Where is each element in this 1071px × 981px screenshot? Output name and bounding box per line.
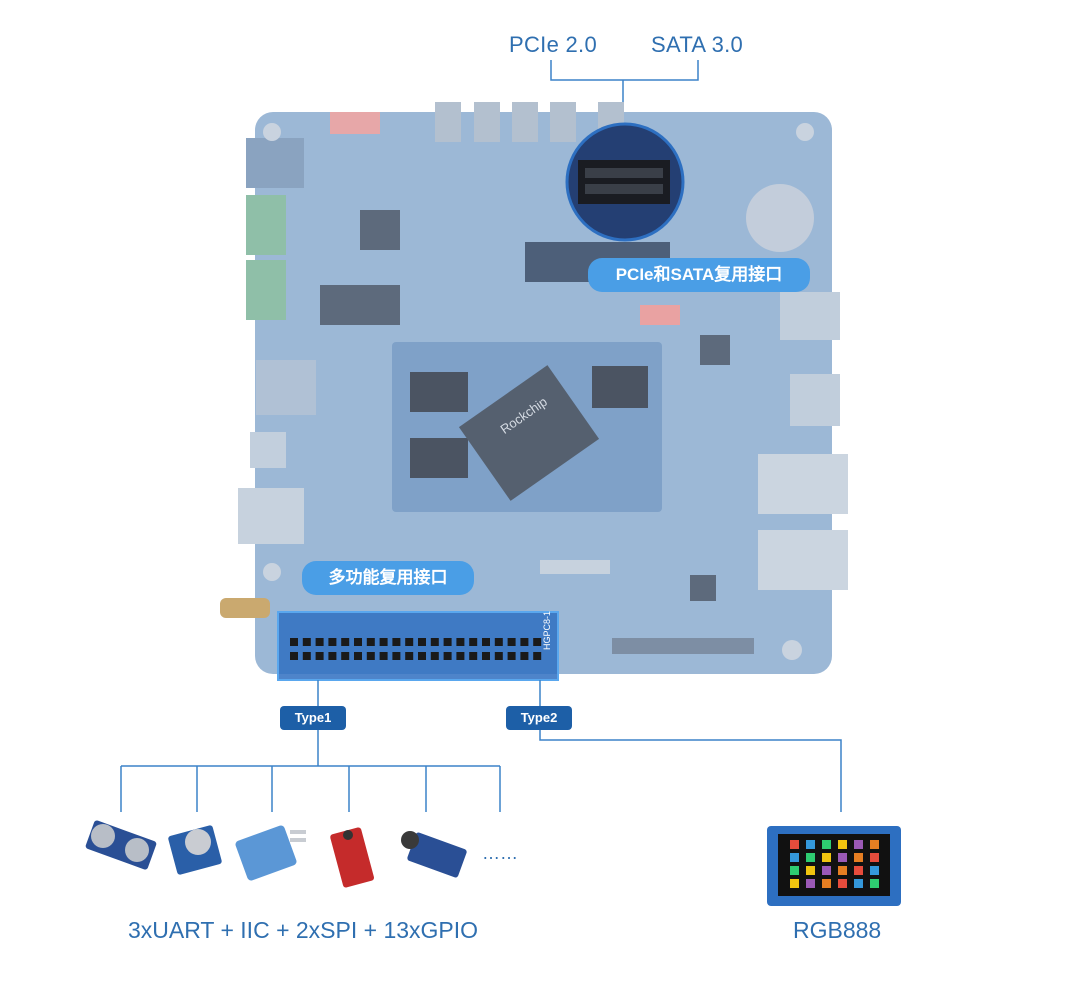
app-tile [838,840,847,849]
multi-function-callout: 多功能复用接口 [302,561,474,595]
header-pin [302,638,311,646]
header-pin [366,652,375,660]
header-pin [520,652,529,660]
app-tile [822,840,831,849]
app-tile [854,853,863,862]
app-tile [870,840,879,849]
header-pin [494,638,503,646]
app-tile [806,853,815,862]
header-pin [302,652,311,660]
sata-label: SATA 3.0 [651,32,744,57]
header-pin [341,638,350,646]
header-pin [418,638,426,646]
app-tile [790,879,799,888]
header-pin [290,638,298,646]
header-pin [482,652,490,660]
app-tile [790,840,799,849]
more-modules-ellipsis: …… [482,843,518,863]
header-pin [379,652,388,660]
app-tile [870,866,879,875]
header-pin [456,638,465,646]
header-pin [469,638,478,646]
header-pin [533,638,542,646]
pcie-label: PCIe 2.0 [509,32,598,57]
type-connector-lines [120,680,842,812]
header-pin [354,638,362,646]
header-pin [392,652,401,660]
header-pin [494,652,503,660]
header-pin [405,652,414,660]
header-pin [315,638,324,646]
app-tile [790,853,799,862]
header-pin [315,652,324,660]
header-pin [328,638,337,646]
header-pin [341,652,350,660]
header-pin [366,638,375,646]
type1-summary-label: 3xUART + IIC + 2xSPI + 13xGPIO [128,917,479,943]
header-pin [533,652,542,660]
header-pin [520,638,529,646]
app-tile [822,853,831,862]
header-pin [507,652,516,660]
pcie-sata-callout: PCIe和SATA复用接口 [588,258,810,292]
type2-summary-label: RGB888 [793,917,882,943]
app-tile [854,840,863,849]
app-tile [790,866,799,875]
header-pin [443,652,452,660]
header-pin [507,638,516,646]
ultrasonic-sensor-icon [85,820,157,870]
header-pin [430,638,439,646]
app-tile [822,866,831,875]
header-pin [456,652,465,660]
app-tile [806,879,815,888]
header-pin [290,652,298,660]
type1-tag: Type1 [280,706,346,730]
app-tile [870,879,879,888]
header-pin [392,638,401,646]
header-pin [379,638,388,646]
header-pin [354,652,362,660]
humidity-sensor-icon [235,825,306,881]
dev-board: Rockchip [220,102,848,674]
header-pin [405,638,414,646]
app-tile [838,866,847,875]
header-pin [418,652,426,660]
app-tile [870,853,879,862]
app-tile [838,853,847,862]
app-tile [806,866,815,875]
header-pin [328,652,337,660]
app-tile [806,840,815,849]
type2-tag: Type2 [506,706,572,730]
gas-sensor-icon [168,825,222,875]
app-tile [838,879,847,888]
header-pin [443,638,452,646]
header-pin [469,652,478,660]
flame-sensor-icon [330,827,375,888]
header-pin [482,638,490,646]
sound-sensor-icon [401,831,467,878]
gpio-header: HGPC8-1 [277,611,559,681]
header-pin [430,652,439,660]
header-label: HGPC8-1 [542,611,552,650]
app-tile [854,866,863,875]
app-tile [822,879,831,888]
app-tile [854,879,863,888]
lcd-display-icon [767,826,901,906]
